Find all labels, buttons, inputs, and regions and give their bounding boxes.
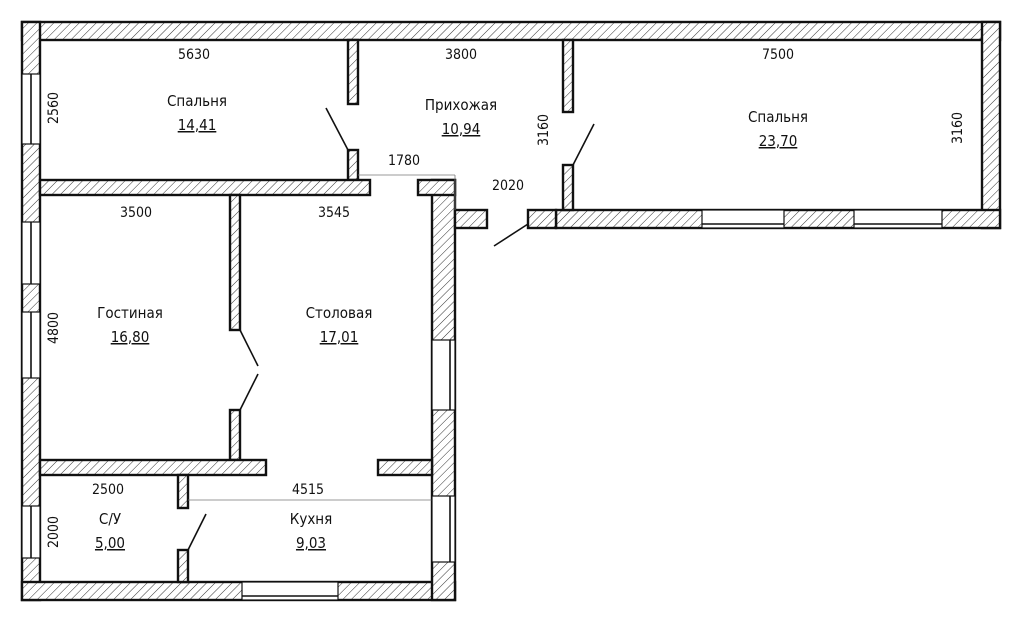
windows: [21, 73, 943, 601]
dimension-labels: 5630 3800 7500 2560 3160 3160 1780 2020 …: [46, 47, 966, 548]
room-name: Спальня: [167, 92, 227, 110]
door: [187, 513, 207, 551]
door: [572, 123, 595, 166]
room-name: Кухня: [290, 510, 333, 528]
room-area: 14,41: [178, 116, 217, 134]
room-area: 5,00: [95, 534, 125, 552]
window: [241, 581, 339, 601]
room-name: Прихожая: [425, 96, 497, 114]
doors: [187, 107, 595, 551]
dimension: 7500: [762, 47, 794, 63]
dimension: 4800: [46, 312, 62, 344]
room-area: 16,80: [111, 328, 150, 346]
outer-walls: [20, 20, 1002, 602]
dimension: 2560: [46, 92, 62, 124]
dimension: 3160: [950, 112, 966, 144]
door: [493, 223, 529, 247]
dimension: 2020: [492, 178, 524, 194]
dimension: 1780: [388, 153, 420, 169]
interior-walls: [38, 38, 575, 584]
room-name: Гостиная: [97, 304, 163, 322]
guide-lines: [188, 174, 456, 501]
room-name: С/У: [99, 510, 121, 528]
dimension: 2000: [46, 516, 62, 548]
dimension: 3500: [120, 205, 152, 221]
dimension: 3800: [445, 47, 477, 63]
window: [431, 339, 456, 411]
room-area: 10,94: [442, 120, 481, 138]
window: [431, 495, 456, 563]
dimension: 2500: [92, 482, 124, 498]
dimension: 3160: [536, 114, 552, 146]
window: [701, 209, 785, 229]
room-area: 17,01: [320, 328, 359, 346]
dimension: 5630: [178, 47, 210, 63]
room-area: 23,70: [759, 132, 798, 150]
window: [853, 209, 943, 229]
room-area: 9,03: [296, 534, 326, 552]
dimension: 4515: [292, 482, 324, 498]
room-name: Спальня: [748, 108, 808, 126]
dimension: 3545: [318, 205, 350, 221]
room-labels: Спальня 14,41 Прихожая 10,94 Спальня 23,…: [95, 92, 808, 552]
door: [239, 329, 259, 367]
door: [239, 373, 259, 411]
door: [325, 107, 349, 151]
room-name: Столовая: [306, 304, 373, 322]
